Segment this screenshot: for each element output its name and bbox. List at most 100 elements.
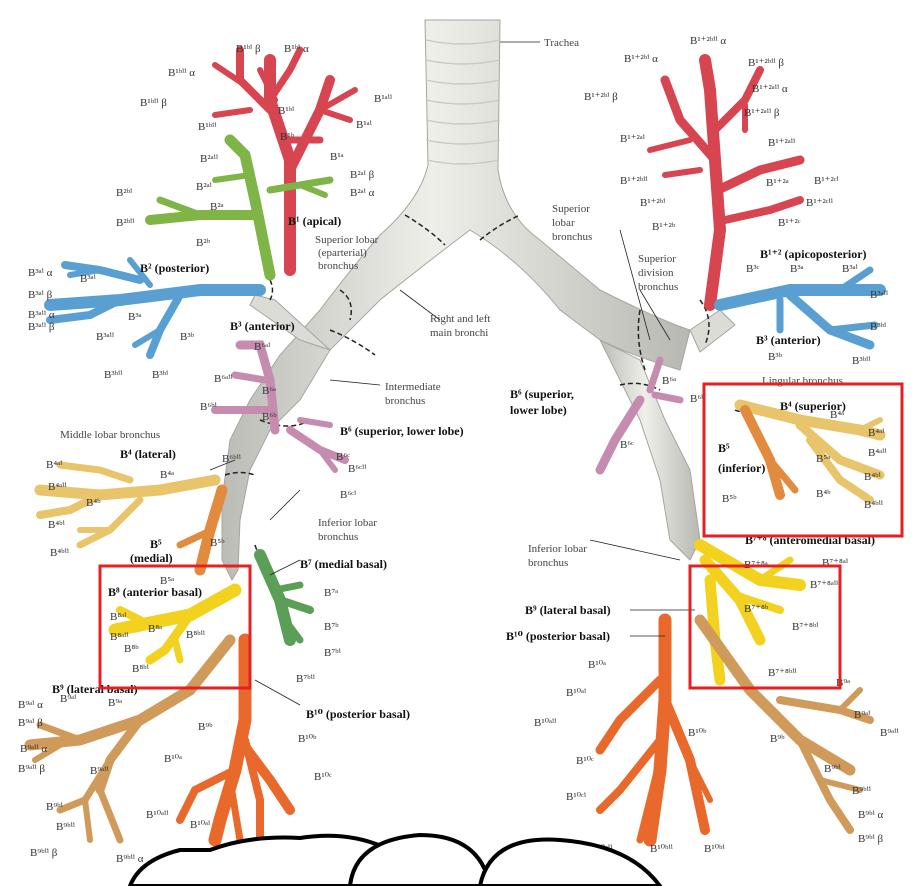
right-subsegment-label: B⁶ᵇⁱ <box>200 401 218 413</box>
label-r-b4: B⁴ (lateral) <box>120 447 176 461</box>
label-superior-lobar-l-2: lobar <box>552 217 575 229</box>
right-subsegment-label: B⁶ᵇⁱⁱ <box>222 453 242 465</box>
left-subsegment-label: B¹⁰ᵃⁱ <box>566 687 587 699</box>
right-b2-branches <box>150 140 330 275</box>
left-subsegment-label: B¹⁰ᶜ <box>576 755 594 767</box>
label-superior-lobar-r-2: (eparterial) <box>318 247 367 259</box>
right-subsegment-label: B⁹ᵃⁱ β <box>18 717 43 729</box>
right-subsegment-label: B²ᵃⁱ α <box>350 187 375 199</box>
left-subsegment-label: B¹⁺²ᵃⁱⁱ β <box>744 107 780 119</box>
right-subsegment-label: B²ᵇⁱ <box>116 187 133 199</box>
right-subsegment-label: B⁶ᶜ <box>336 451 350 463</box>
right-subsegment-label: B³ᵃⁱ β <box>28 289 53 301</box>
right-subsegment-label: B¹⁰ᵃⁱ <box>190 819 211 831</box>
label-l-b9: B⁹ (lateral basal) <box>525 603 611 617</box>
label-l-b6-sub: lower lobe) <box>510 403 567 417</box>
left-subsegment-label: B⁹ᵃⁱⁱ <box>880 727 899 739</box>
right-subsegment-label: B³ᵇⁱⁱ <box>104 369 123 381</box>
right-subsegment-label: B⁹ᵃⁱⁱ <box>90 765 109 777</box>
right-subsegment-label: B⁶ᵃⁱⁱ <box>214 373 233 385</box>
label-r-b5: B⁵ <box>150 537 162 551</box>
right-subsegment-label: B¹ᵇⁱ <box>278 105 295 117</box>
right-subsegment-label: B⁴ᵇⁱ <box>48 519 66 531</box>
label-superior-division-2: division <box>638 267 674 279</box>
right-subsegment-label: B⁷ᵇ <box>324 621 339 633</box>
left-subsegment-label: B⁶ᵃ <box>662 375 676 387</box>
right-subsegment-label: B⁷ᵃ <box>324 587 338 599</box>
left-upper-trunk <box>690 310 735 352</box>
right-subsegment-label: B⁸ᵇ <box>124 643 139 655</box>
left-subsegment-label: B¹⁰ᶜⁱ <box>566 791 587 803</box>
left-subsegment-label: B¹⁺²ᵇⁱⁱ <box>620 175 648 187</box>
label-r-b8: B⁸ (anterior basal) <box>108 585 202 599</box>
right-subsegment-label: B⁷ᵇⁱ <box>324 647 342 659</box>
left-subsegment-label: B¹⁰ᵃⁱⁱ <box>534 717 557 729</box>
right-subsegment-label: B⁹ᵇⁱⁱ β <box>30 847 58 859</box>
left-subsegment-label: B⁷⁺⁸ᵇⁱⁱ <box>768 667 797 679</box>
right-subsegment-label: B⁷ᵇⁱⁱ <box>296 673 316 685</box>
right-subsegment-label: B¹⁰ᵃ <box>164 753 182 765</box>
label-r-b3: B³ (anterior) <box>230 319 295 333</box>
right-subsegment-label: B⁴ᵇ <box>86 497 101 509</box>
left-subsegment-label: B⁴ᵇⁱ <box>864 471 882 483</box>
right-subsegment-label: B⁴ᵃⁱⁱ <box>48 481 67 493</box>
left-subsegment-label: B¹⁺²ᵇⁱ α <box>624 53 658 65</box>
label-r-b10: B¹⁰ (posterior basal) <box>306 707 410 721</box>
label-r-b6: B⁶ (superior, lower lobe) <box>340 424 464 438</box>
left-subsegment-label: B⁹ᵃⁱ <box>854 709 871 721</box>
right-subsegment-label: B¹⁰ᵃⁱⁱ <box>146 809 169 821</box>
left-subsegment-label: B³ᶜ <box>746 263 760 275</box>
right-subsegment-label: B³ᵃⁱⁱ <box>96 331 115 343</box>
right-subsegment-label: B²ᵃ <box>210 201 224 213</box>
label-r-b5-sub: (medial) <box>130 551 173 565</box>
right-subsegment-label: B⁵ᵃ <box>160 575 174 587</box>
label-r-b2: B² (posterior) <box>140 261 209 275</box>
right-subsegment-label: B²ᵃⁱⁱ <box>200 153 219 165</box>
left-subsegment-label: B³ᵃ <box>790 263 804 275</box>
label-middle-lobar: Middle lobar bronchus <box>60 429 160 441</box>
left-subsegment-label: B¹⁰ᵇⁱⁱ <box>650 843 674 855</box>
right-subsegment-label: B⁹ᵃⁱⁱ β <box>18 763 45 775</box>
bubble-3 <box>480 840 660 886</box>
right-subsegment-label: B⁹ᵃⁱⁱ α <box>20 743 47 755</box>
left-subsegment-label: B³ᵃⁱ <box>842 263 859 275</box>
left-subsegment-label: B⁹ᵇⁱ α <box>858 809 884 821</box>
left-subsegment-label: B⁴ᵃⁱⁱ <box>868 447 887 459</box>
left-subsegment-label: B¹⁺²ᶜ <box>778 217 801 229</box>
right-b4-branches <box>40 465 215 545</box>
right-subsegment-label: B⁶ᶜⁱ <box>340 489 357 501</box>
label-l-b5-sub: (inferior) <box>718 461 765 475</box>
right-subsegment-label: B³ᵃ <box>128 311 142 323</box>
left-subsegment-label: B³ᵇⁱⁱ <box>852 355 871 367</box>
label-l-b12: B¹⁺² (apicoposterior) <box>760 247 867 261</box>
right-b10-branches <box>180 640 290 840</box>
right-subsegment-label: B¹ᵃ <box>330 151 344 163</box>
left-subsegment-label: B¹⁺²ᵃⁱ <box>620 133 646 145</box>
left-subsegment-label: B¹⁺²ᵇⁱⁱ α <box>690 35 726 47</box>
left-subsegment-label: B³ᵃⁱⁱ <box>870 289 889 301</box>
left-subsegment-label: B⁹ᵇⁱⁱ <box>852 785 872 797</box>
left-subsegment-label: B⁴ᵇⁱⁱ <box>864 499 884 511</box>
right-subsegment-label: B²ᵇ <box>196 237 211 249</box>
right-subsegment-label: B⁶ᵃⁱ <box>254 341 271 353</box>
left-subsegment-label: B⁶ᶜ <box>620 439 634 451</box>
right-subsegment-label: B¹ᵇⁱ β <box>236 43 261 55</box>
right-subsegment-label: B³ᵃⁱ α <box>28 267 53 279</box>
right-subsegment-label: B⁶ᵇ <box>262 411 277 423</box>
right-subsegment-label: B⁴ᵃⁱ <box>46 459 63 471</box>
right-subsegment-label: B⁹ᵇⁱⁱ <box>56 821 76 833</box>
right-subsegment-label: B⁸ᵃ <box>148 623 162 635</box>
label-superior-lobar-l: Superior <box>552 203 590 215</box>
right-subsegment-label: B⁹ᵇ <box>198 721 213 733</box>
right-subsegment-label: B¹ᵇⁱ α <box>284 43 309 55</box>
label-main-bronchi: Right and left <box>430 313 491 325</box>
right-subsegment-label: B⁸ᵃⁱ <box>110 611 127 623</box>
label-superior-lobar-r: Superior lobar <box>315 234 379 246</box>
right-subsegment-label: B⁶ᵃ <box>262 385 276 397</box>
right-subsegment-label: B⁶ᶜⁱⁱ <box>348 463 367 475</box>
label-superior-division-3: bronchus <box>638 281 678 293</box>
left-subsegment-label: B⁵ᵇ <box>722 493 737 505</box>
label-inferior-lobar-l-2: bronchus <box>528 557 568 569</box>
label-intermediate: Intermediate <box>385 381 441 393</box>
right-subsegment-label: B⁹ᵇⁱⁱ α <box>116 853 144 865</box>
